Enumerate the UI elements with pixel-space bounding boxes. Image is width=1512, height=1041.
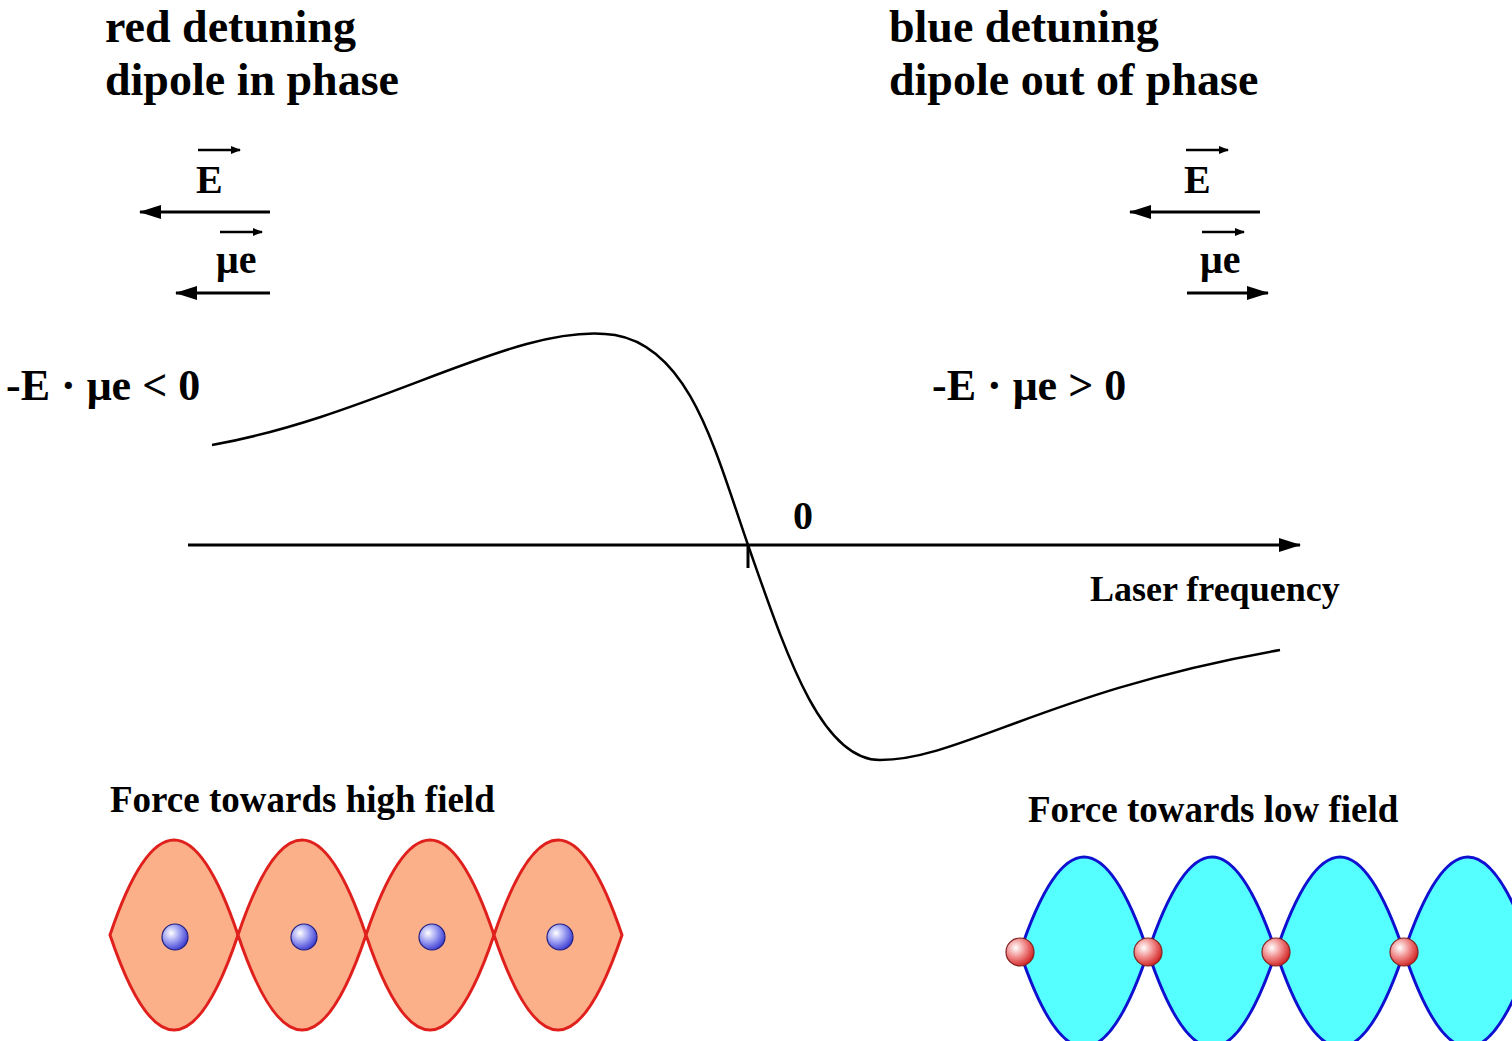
frequency-axis [188,545,1300,568]
atoms-at-nodes [1006,938,1418,966]
axis-zero: 0 [793,494,813,538]
force-caption: Force towards low field [1028,790,1398,831]
energy-inequality: -E · μe < 0 [6,362,200,410]
vector-symbol: E [196,158,223,202]
heading: blue detuning [889,2,1159,53]
axis-label: Laser frequency [1090,570,1340,610]
dispersion-curve [212,333,1280,760]
force-caption: Force towards high field [110,780,495,821]
heading: dipole in phase [105,55,399,106]
vector-symbol: μe [216,238,256,282]
red-standing-wave [110,840,622,1030]
vector-symbol: μe [1200,238,1240,282]
blue-standing-wave [1020,857,1512,1041]
field-arrows [140,150,1268,293]
atoms-at-antinodes [162,924,573,950]
vector-symbol: E [1184,158,1211,202]
energy-inequality: -E · μe > 0 [932,362,1126,410]
heading: dipole out of phase [889,55,1258,106]
heading: red detuning [105,2,356,53]
